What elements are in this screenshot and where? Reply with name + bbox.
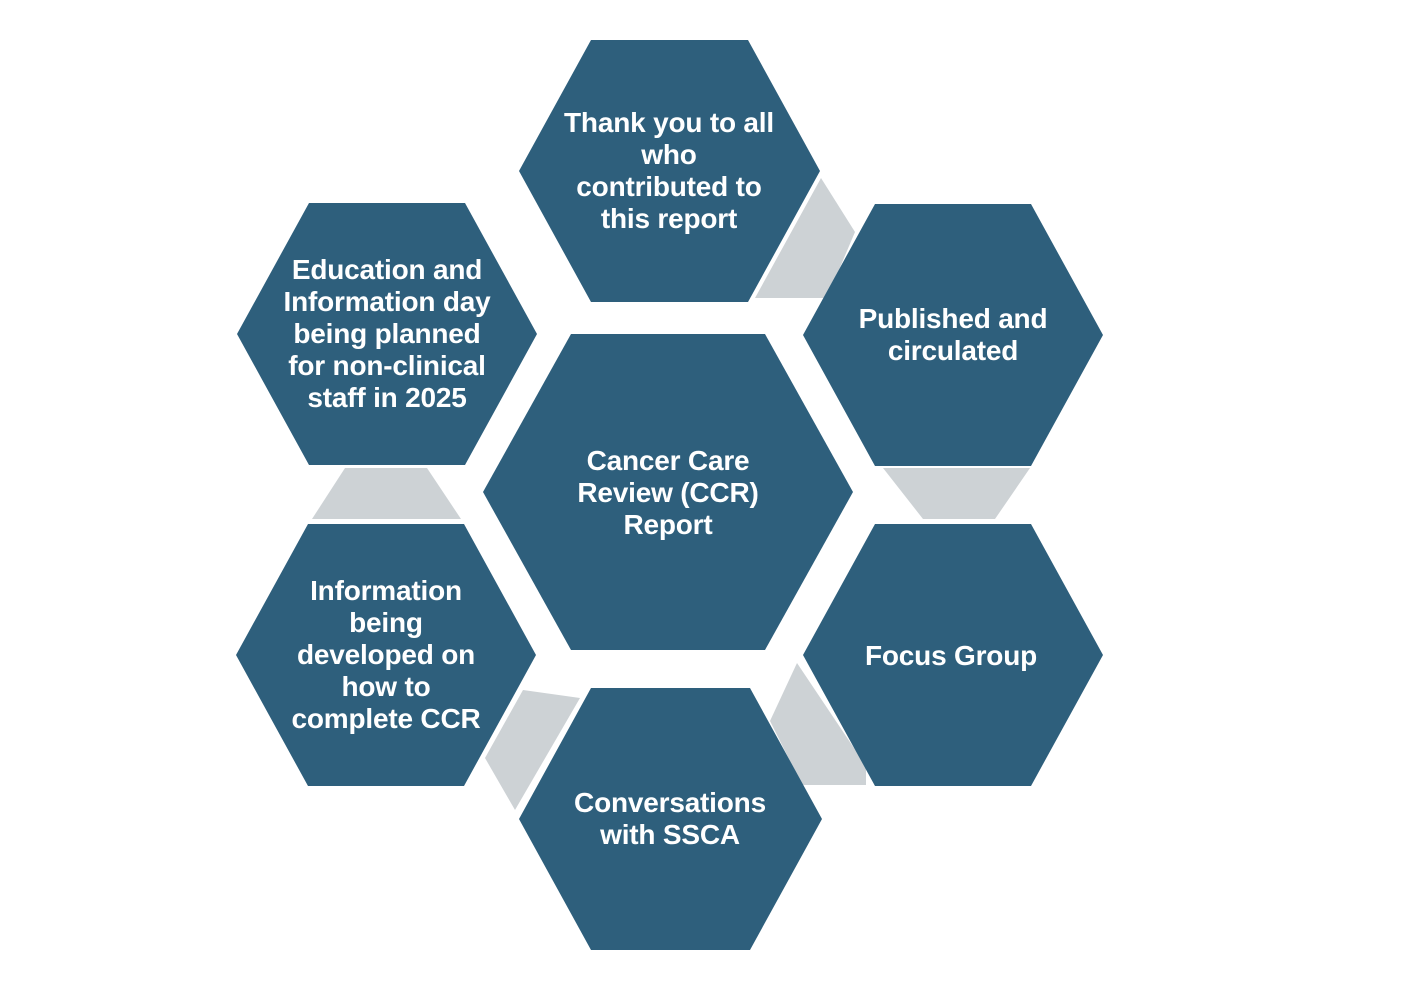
connector-conversations-focusgroup (770, 663, 866, 785)
hexagon-focus-group (803, 524, 1103, 786)
hexagon-ccr-report-center (483, 334, 853, 650)
hexagon-information-development (236, 524, 536, 786)
hexagon-conversations-ssca (519, 688, 822, 950)
connector-thankyou-published (755, 178, 855, 298)
hexagon-thank-you (519, 40, 820, 302)
hexagon-published-circulated (803, 204, 1103, 466)
connector-information-conversations (485, 690, 580, 810)
hexagon-education-day (237, 203, 537, 465)
connector-education-information (312, 468, 461, 519)
connector-published-focusgroup (883, 468, 1030, 519)
